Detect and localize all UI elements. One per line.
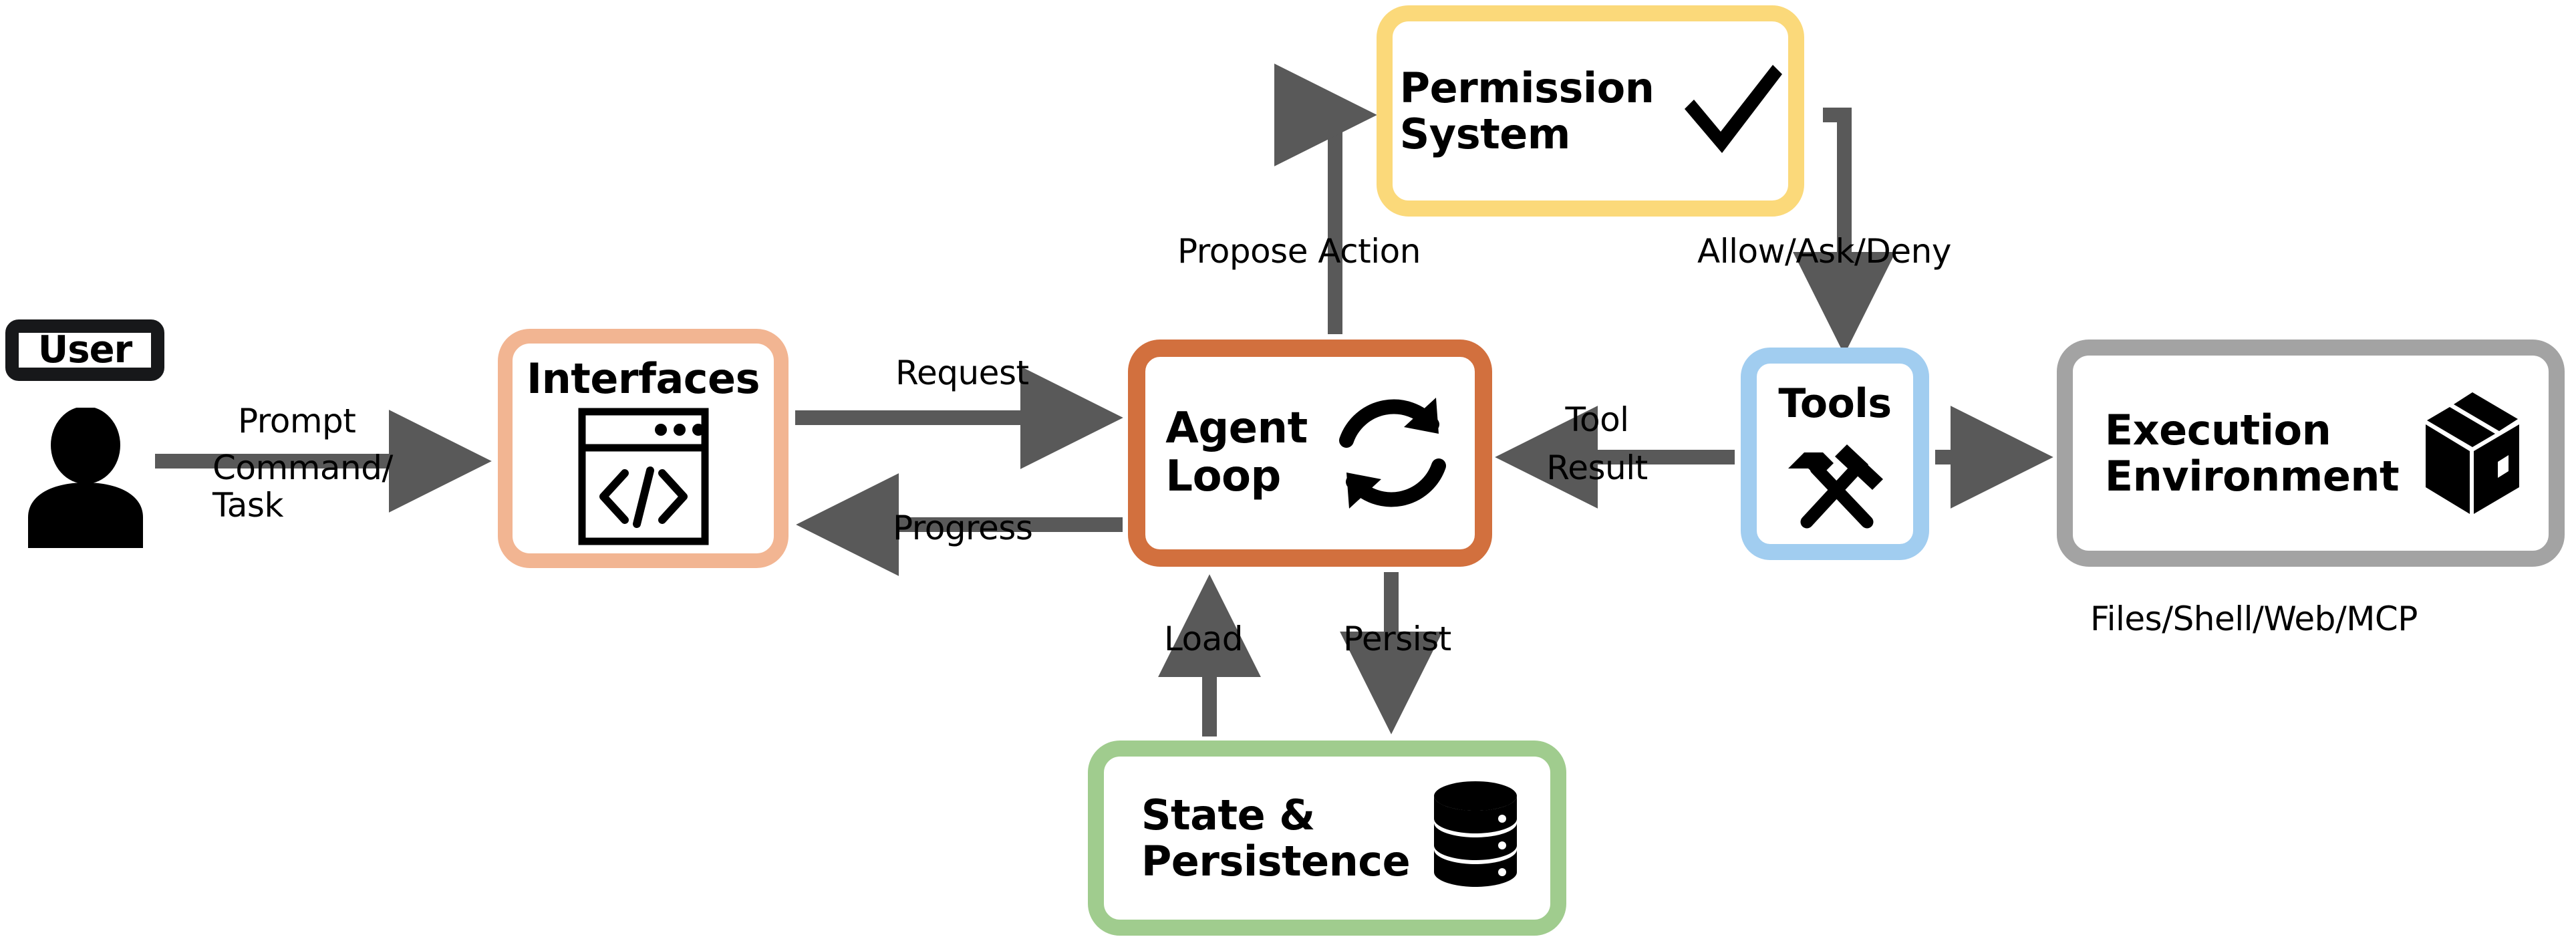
hammer-pickaxe-icon <box>1788 444 1883 529</box>
edge-label-prompt: Prompt <box>238 402 356 440</box>
node-interfaces[interactable]: Interfaces <box>498 329 789 568</box>
edge-label-propose-action: Propose Action <box>1177 232 1421 271</box>
node-agent-loop-label: Agent Loop <box>1165 404 1308 501</box>
package-box-icon <box>2426 392 2520 514</box>
node-execution-environment[interactable]: Execution Environment <box>2057 340 2565 567</box>
node-state-persistence[interactable]: State & Persistence <box>1088 741 1566 936</box>
node-execution-environment-label: Execution Environment <box>2104 405 2400 501</box>
database-cylinder-icon <box>1434 781 1518 887</box>
node-tools-label: Tools <box>1778 380 1892 428</box>
node-tools[interactable]: Tools <box>1741 348 1929 560</box>
node-permission-system-label: Permission System <box>1399 63 1655 158</box>
node-state-persistence-label: State & Persistence <box>1141 790 1411 886</box>
execution-environment-caption: Files/Shell/Web/MCP <box>2090 599 2418 638</box>
node-user-label: User <box>37 327 132 372</box>
edge-label-tool: Tool <box>1565 400 1629 439</box>
edge-label-persist: Persist <box>1343 620 1451 658</box>
arrow-propose-action <box>1274 63 1377 334</box>
edge-label-load: Load <box>1164 620 1243 658</box>
edge-label-result: Result <box>1546 448 1648 487</box>
edge-label-allow-ask-deny: Allow/Ask/Deny <box>1697 232 1951 271</box>
edge-label-progress: Progress <box>893 509 1033 547</box>
code-window-icon <box>578 408 708 545</box>
edge-label-request: Request <box>895 354 1029 392</box>
node-interfaces-label: Interfaces <box>527 354 760 404</box>
node-permission-system[interactable]: Permission System <box>1377 5 1804 217</box>
node-agent-loop[interactable]: Agent Loop <box>1128 340 1492 567</box>
edge-label-command-task: Command/ Task <box>212 448 393 525</box>
refresh-loop-icon <box>1338 398 1446 509</box>
node-user[interactable]: User <box>5 319 164 381</box>
user-person-icon <box>28 408 143 548</box>
arrow-allow-ask-deny <box>1793 108 1896 355</box>
checkmark-icon <box>1685 65 1783 153</box>
